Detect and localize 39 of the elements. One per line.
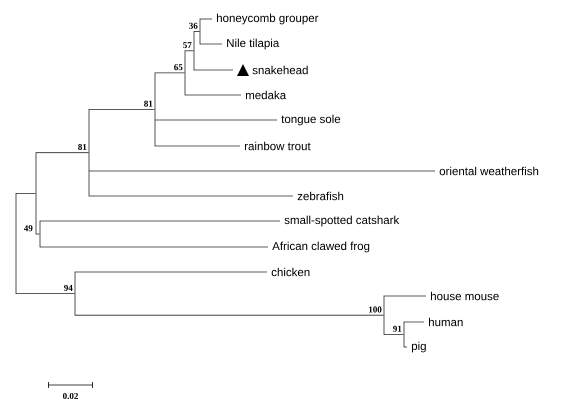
taxon-label: small-spotted catshark xyxy=(284,216,400,226)
taxon-label: honeycomb grouper xyxy=(217,14,318,24)
branch-line xyxy=(36,152,89,154)
bootstrap-value: 49 xyxy=(24,225,32,232)
taxon-label: Nile tilapia xyxy=(227,38,280,50)
taxon-label: pig xyxy=(412,342,426,352)
taxon-label: oriental weatherfish xyxy=(440,166,538,176)
taxon-label: chicken xyxy=(272,268,310,276)
taxon-label: zebrafish xyxy=(298,192,344,200)
branch-line xyxy=(384,334,404,335)
taxon-label: African clawed frog xyxy=(272,242,370,252)
branch-line xyxy=(404,346,408,348)
taxon-label: rainbow trout xyxy=(244,142,311,150)
bootstrap-value: 36 xyxy=(189,22,198,29)
taxon-label: tongue sole xyxy=(281,114,340,126)
taxon-label: medaka xyxy=(246,90,286,100)
bootstrap-value: 100 xyxy=(369,306,382,312)
taxon-label: snakehead xyxy=(252,66,308,74)
bootstrap-value: 57 xyxy=(183,42,192,48)
branch-line xyxy=(88,170,436,172)
branch-line xyxy=(88,109,155,110)
branch-line xyxy=(184,94,242,96)
branch-line xyxy=(16,293,75,294)
branch-line xyxy=(16,193,36,194)
branch-line xyxy=(194,31,200,32)
taxon-label: human xyxy=(429,318,463,326)
bootstrap-value: 65 xyxy=(174,64,182,70)
branch-line xyxy=(40,246,268,248)
branch-line xyxy=(40,220,280,222)
bootstrap-value: 81 xyxy=(144,100,152,107)
branch-line xyxy=(184,50,194,52)
bootstrap-value: 94 xyxy=(64,284,73,291)
taxon-label: house mouse xyxy=(431,292,499,300)
bootstrap-value: 91 xyxy=(393,326,402,332)
scale-label: 0.02 xyxy=(62,392,78,400)
bootstrap-value: 81 xyxy=(78,144,86,150)
branch-line xyxy=(154,72,185,74)
branch-line xyxy=(74,314,384,316)
branch-line xyxy=(200,18,212,20)
